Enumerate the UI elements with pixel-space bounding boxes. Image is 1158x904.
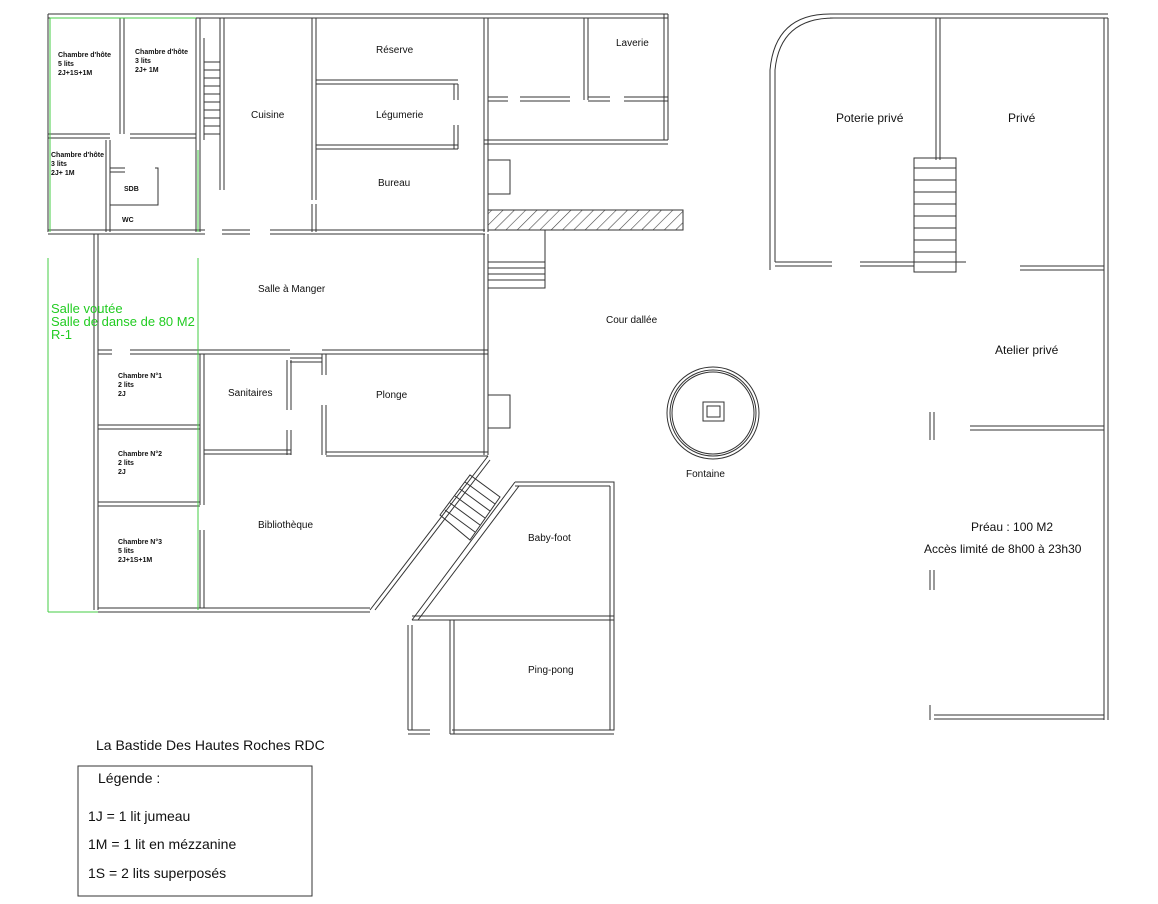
chambre-hote-3-name: Chambre d'hôte [51,152,104,159]
cour-label: Cour dallée [606,315,658,326]
plan-title: La Bastide Des Hautes Roches RDC [96,737,325,753]
legumerie-label: Légumerie [376,110,424,121]
room-labels: Chambre d'hôte 5 lits 2J+1S+1M Chambre d… [51,38,1082,676]
fontaine-label: Fontaine [686,469,725,480]
legend-item: 1M = 1 lit en mézzanine [88,836,236,852]
prive-label: Privé [1008,111,1036,125]
chambre-1-name: Chambre N°1 [118,372,162,380]
chambre-hote-3-beds: 3 lits [51,161,67,168]
cuisine-label: Cuisine [251,110,285,121]
chambre-3-detail: 2J+1S+1M [118,557,152,564]
legend: Légende : 1J = 1 lit jumeau 1M = 1 lit e… [77,765,313,897]
laverie-label: Laverie [616,38,649,49]
sanitaires-label: Sanitaires [228,388,272,399]
chambre-1-beds: 2 lits [118,382,134,389]
salle-voutee-level: R-1 [51,327,72,342]
salle-voutee-outline [47,17,199,613]
salle-voutee-use: Salle de danse de 80 M2 [51,314,195,329]
fountain-symbol [666,366,760,460]
chambre-3-beds: 5 lits [118,548,134,555]
chambre-3-name: Chambre N°3 [118,538,162,546]
poterie-label: Poterie privé [836,111,904,125]
wc-label: WC [122,217,134,224]
atelier-label: Atelier privé [995,343,1059,357]
chambre-2-detail: 2J [118,469,126,476]
walls [47,13,1109,735]
salle-manger-label: Salle à Manger [258,284,326,295]
chambre-1-detail: 2J [118,391,126,398]
sdb-label: SDB [124,186,139,193]
chambre-hote-2-detail: 2J+ 1M [135,67,159,74]
preau-area: Préau : 100 M2 [971,520,1053,534]
chambre-2-name: Chambre N°2 [118,450,162,458]
chambre-hote-2-name: Chambre d'hôte [135,49,188,56]
legend-item: 1J = 1 lit jumeau [88,808,190,824]
plonge-label: Plonge [376,390,408,401]
chambre-hote-1-name: Chambre d'hôte [58,52,111,59]
salle-voutee-name: Salle voutée [51,301,123,316]
preau-access: Accès limité de 8h00 à 23h30 [924,542,1082,556]
chambre-hote-1-beds: 5 lits [58,61,74,68]
chambre-hote-3-detail: 2J+ 1M [51,170,75,177]
ping-pong-label: Ping-pong [528,665,574,676]
chambre-2-beds: 2 lits [118,460,134,467]
chambre-hote-2-beds: 3 lits [135,58,151,65]
legend-item: 1S = 2 lits superposés [88,865,226,881]
bibliotheque-label: Bibliothèque [258,520,313,531]
chambre-hote-1-detail: 2J+1S+1M [58,70,92,77]
reserve-label: Réserve [376,45,414,56]
baby-foot-label: Baby-foot [528,533,571,544]
legend-heading: Légende : [98,770,160,786]
bureau-label: Bureau [378,178,410,189]
